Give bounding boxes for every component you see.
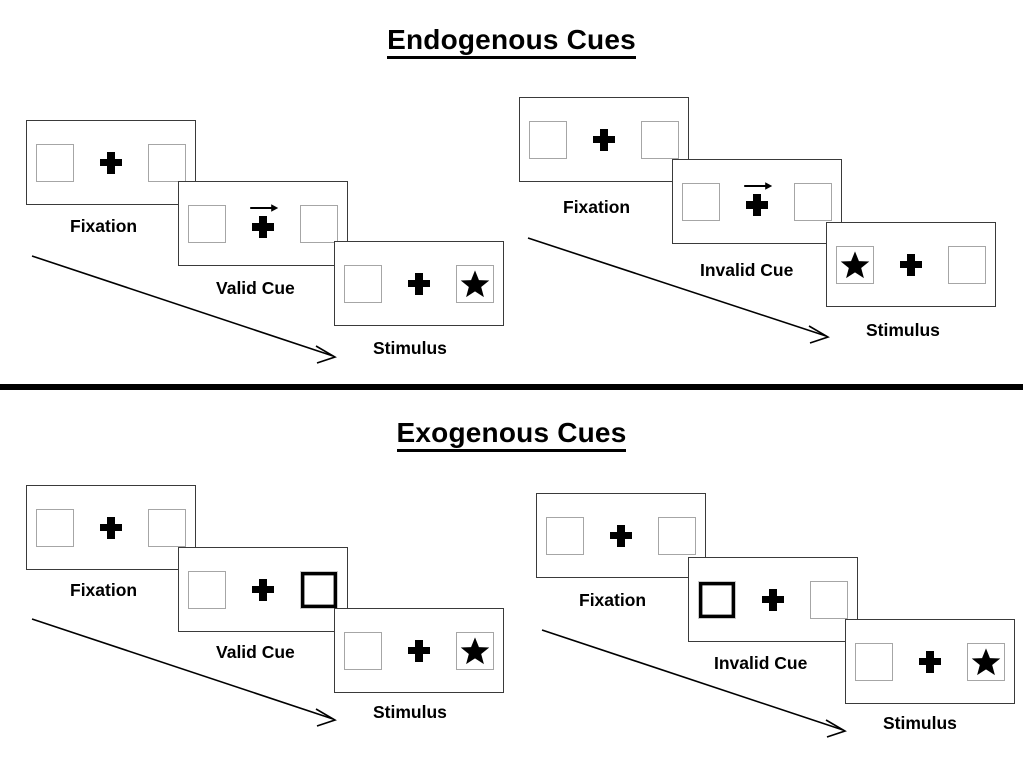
slot-right — [456, 631, 494, 670]
fixation-cross-column — [919, 643, 941, 681]
slot-left — [529, 120, 567, 159]
section-title-exogenous: Exogenous Cues — [0, 417, 1023, 452]
panel-endogenous-invalid-cue — [672, 159, 842, 244]
star-stimulus-icon — [840, 250, 870, 278]
section-title-exogenous-text: Exogenous Cues — [396, 417, 627, 452]
fixation-cross-icon — [593, 128, 615, 151]
star-stimulus-icon — [971, 647, 1001, 675]
fixation-cross-column — [100, 144, 122, 182]
fixation-cross-icon — [408, 639, 430, 662]
fixation-cross-column — [408, 265, 430, 303]
slot-left — [36, 508, 74, 547]
slot-left — [836, 245, 874, 284]
fixation-cross-column — [593, 121, 615, 159]
slot-left — [682, 182, 720, 221]
caption-exogenous-valid-cue: Valid Cue — [216, 642, 295, 662]
slot-left — [188, 570, 226, 609]
caption-exogenous-valid-fixation: Fixation — [70, 580, 138, 600]
slot-right — [810, 580, 848, 619]
slot-left — [344, 631, 382, 670]
slot-left — [36, 143, 74, 182]
slot-right — [658, 516, 696, 555]
slot-left-flash-cue — [698, 580, 736, 619]
fixation-cross-icon — [900, 253, 922, 276]
caption-endogenous-valid-fixation: Fixation — [70, 216, 138, 236]
panel-exogenous-invalid-cue — [688, 557, 858, 642]
section-title-endogenous-text: Endogenous Cues — [387, 24, 636, 59]
section-title-endogenous: Endogenous Cues — [0, 24, 1023, 59]
panel-exogenous-invalid-stimulus — [845, 619, 1015, 704]
fixation-cross-column — [610, 517, 632, 555]
endogenous-valid-timeline — [28, 250, 348, 368]
panel-endogenous-valid-stimulus — [334, 241, 504, 326]
fixation-cross-icon — [252, 216, 274, 238]
fixation-cross-column — [762, 581, 784, 619]
exogenous-valid-timeline — [28, 613, 348, 731]
fixation-cross-icon — [746, 194, 768, 216]
caption-endogenous-valid-stimulus: Stimulus — [373, 338, 447, 358]
slot-left — [855, 642, 893, 681]
fixation-cross-icon — [408, 272, 430, 295]
slot-left — [188, 204, 226, 243]
fixation-cross-icon — [919, 650, 941, 673]
slot-right — [300, 204, 338, 243]
fixation-cross-column — [744, 181, 773, 221]
fixation-cross-column — [252, 571, 274, 609]
fixation-cross-icon — [610, 524, 632, 547]
arrow-right-cue-icon — [744, 181, 773, 190]
slot-right — [967, 642, 1005, 681]
star-stimulus-icon — [460, 269, 490, 297]
panel-endogenous-invalid-fixation — [519, 97, 689, 182]
fixation-cross-column — [100, 509, 122, 547]
endogenous-invalid-timeline — [524, 232, 842, 348]
fixation-cross-icon — [252, 578, 274, 601]
section-divider — [0, 384, 1023, 390]
slot-right — [794, 182, 832, 221]
slot-right — [948, 245, 986, 284]
panel-exogenous-valid-cue — [178, 547, 348, 632]
star-stimulus-icon — [460, 636, 490, 664]
caption-exogenous-invalid-fixation: Fixation — [579, 590, 647, 610]
fixation-cross-icon — [762, 588, 784, 611]
panel-exogenous-valid-fixation — [26, 485, 196, 570]
slot-right — [148, 508, 186, 547]
slot-right-flash-cue — [300, 570, 338, 609]
slot-right — [456, 264, 494, 303]
caption-exogenous-valid-stimulus: Stimulus — [373, 702, 447, 722]
arrow-right-cue-icon — [250, 203, 279, 212]
caption-exogenous-invalid-cue: Invalid Cue — [714, 653, 808, 673]
caption-exogenous-invalid-stimulus: Stimulus — [883, 713, 957, 733]
caption-endogenous-invalid-fixation: Fixation — [563, 197, 631, 217]
caption-endogenous-invalid-cue: Invalid Cue — [700, 260, 794, 280]
fixation-cross-column — [900, 246, 922, 284]
exogenous-invalid-timeline — [538, 624, 858, 742]
panel-endogenous-valid-cue — [178, 181, 348, 266]
fixation-cross-column — [250, 203, 279, 243]
slot-right — [148, 143, 186, 182]
slot-left — [546, 516, 584, 555]
fixation-cross-icon — [100, 151, 122, 174]
panel-exogenous-invalid-fixation — [536, 493, 706, 578]
slot-left — [344, 264, 382, 303]
caption-endogenous-valid-cue: Valid Cue — [216, 278, 295, 298]
panel-endogenous-valid-fixation — [26, 120, 196, 205]
slot-right — [641, 120, 679, 159]
fixation-cross-icon — [100, 516, 122, 539]
fixation-cross-column — [408, 632, 430, 670]
panel-endogenous-invalid-stimulus — [826, 222, 996, 307]
caption-endogenous-invalid-stimulus: Stimulus — [866, 320, 940, 340]
panel-exogenous-valid-stimulus — [334, 608, 504, 693]
